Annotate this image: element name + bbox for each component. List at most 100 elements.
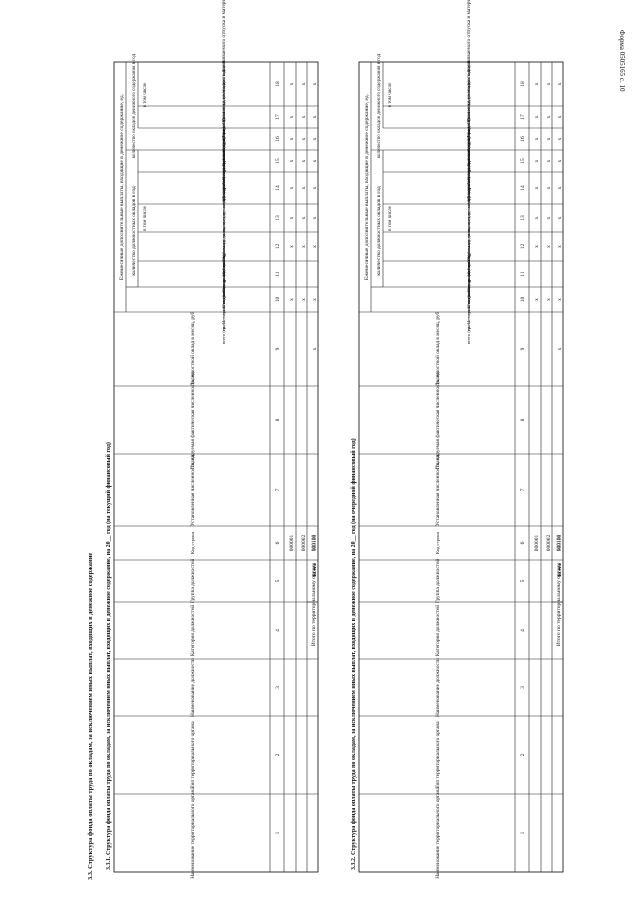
na-mark: х	[546, 137, 552, 140]
column-number: 1	[275, 831, 281, 834]
column-header-10: всего (гр. 11 + гр. 12 + гр. 13 + гр. 14…	[466, 254, 471, 344]
na-mark: х	[557, 216, 563, 219]
column-header-1: Наименование территориального органа	[190, 787, 196, 879]
na-mark: х	[289, 216, 295, 219]
na-mark: х	[301, 186, 307, 189]
na-mark: х	[557, 115, 563, 118]
column-number: 9	[275, 347, 281, 350]
subheader-count-salaries: количество должностных окладов в год	[376, 186, 382, 276]
na-mark: х	[301, 137, 307, 140]
subheader-incl-2: в том числе	[388, 82, 393, 107]
na-mark: х	[546, 159, 552, 162]
na-mark: х	[312, 115, 318, 118]
na-mark: х	[557, 298, 563, 301]
total-org-label: Итого по территориальному органу	[556, 563, 562, 647]
table-title: 3.3.1. Структура фонда оплаты труда по о…	[105, 442, 112, 870]
column-number: 7	[520, 488, 526, 491]
subheader-incl-2: в том числе	[143, 82, 148, 107]
column-header-16: всего (гр. 17 + гр. 18)	[466, 118, 471, 160]
column-number: 17	[275, 114, 281, 120]
na-mark: х	[301, 298, 307, 301]
na-mark: х	[289, 159, 295, 162]
table-3-3-2: 3.3.2. Структура фонда оплаты труда по о…	[350, 0, 564, 879]
column-number: 6	[520, 541, 526, 544]
column-number: 10	[520, 297, 526, 303]
subheader-count-salaries-2: количество окладов денежного содержания …	[132, 53, 137, 158]
group-header-monthly: Ежемесячные дополнительные выплаты, вход…	[119, 93, 125, 280]
column-number: 11	[275, 271, 281, 277]
grand-total-label: Всего	[312, 563, 318, 577]
column-header-15: ежемесячное денежное поощрение	[221, 127, 226, 196]
column-header-11: оклад за классный чин	[466, 251, 471, 296]
column-header-12: ежемесячная надбавка к должностному окла…	[221, 162, 226, 331]
na-mark: х	[534, 115, 540, 118]
na-mark: х	[557, 159, 563, 162]
column-header-8: Планируемая фактическая численность, ед.	[189, 371, 196, 469]
column-header-9: Должностной оклад в месяц, руб	[434, 311, 441, 386]
column-number: 18	[520, 81, 526, 87]
subheader-incl: в том числе	[143, 205, 148, 230]
table-frame	[113, 61, 319, 873]
na-mark: х	[557, 82, 563, 85]
column-number: 2	[520, 753, 526, 756]
table-title: 3.3.2. Структура фонда оплаты труда по о…	[350, 438, 357, 870]
column-number: 8	[520, 418, 526, 421]
na-mark: х	[301, 245, 307, 248]
column-number: 3	[275, 686, 281, 689]
column-header-3: Наименование должности	[435, 658, 441, 717]
column-header-14: ежемесячная процентная надбавка к должно…	[466, 64, 472, 311]
column-number: 15	[275, 158, 281, 164]
grand-total-code: 900100	[312, 535, 318, 552]
na-mark: х	[534, 186, 540, 189]
column-number: 6	[275, 541, 281, 544]
column-header-18: единовременная выплата при предоставлени…	[220, 0, 227, 205]
na-mark: х	[546, 298, 552, 301]
na-mark: х	[557, 245, 563, 248]
na-mark: х	[312, 298, 318, 301]
column-header-10: всего (гр. 11 + гр. 12 + гр. 13 + гр. 14…	[221, 254, 226, 344]
subheader-count-salaries: количество должностных окладов в год	[131, 186, 137, 276]
na-mark: х	[301, 216, 307, 219]
grand-total-label: Всего	[557, 563, 563, 577]
column-header-16: всего (гр. 17 + гр. 18)	[221, 118, 226, 160]
row-code: 000002	[546, 535, 552, 552]
column-number: 18	[275, 81, 281, 87]
na-mark: х	[289, 115, 295, 118]
column-header-6: Код строки	[435, 532, 440, 554]
na-mark: х	[534, 137, 540, 140]
column-header-2: Тип территориального органа	[435, 721, 441, 789]
column-number: 5	[520, 579, 526, 582]
column-number: 8	[275, 418, 281, 421]
subheader-incl: в том числе	[388, 205, 393, 230]
column-number: 14	[275, 185, 281, 191]
na-mark: х	[301, 82, 307, 85]
na-mark: х	[289, 298, 295, 301]
column-header-14: ежемесячная процентная надбавка к должно…	[221, 64, 227, 311]
grand-total-code: 900100	[557, 535, 563, 552]
column-header-7: Установленная численность, ед.	[190, 454, 196, 526]
na-mark: х	[312, 347, 318, 350]
na-mark: х	[546, 186, 552, 189]
form-number: Форма 0505165 с. 10	[618, 30, 626, 92]
na-mark: х	[301, 159, 307, 162]
column-number: 9	[520, 347, 526, 350]
na-mark: х	[312, 245, 318, 248]
column-header-4: Категория должностей	[434, 605, 441, 656]
total-org-label: Итого по территориальному органу	[311, 563, 317, 647]
column-header-12: ежемесячная надбавка к должностному окла…	[466, 162, 471, 331]
column-number: 1	[520, 831, 526, 834]
total-org-code: 000100	[556, 535, 562, 552]
na-mark: х	[289, 82, 295, 85]
na-mark: х	[534, 298, 540, 301]
na-mark: х	[557, 137, 563, 140]
na-mark: х	[546, 245, 552, 248]
column-number: 12	[520, 244, 526, 250]
column-number: 10	[275, 297, 281, 303]
na-mark: х	[312, 186, 318, 189]
column-number: 2	[275, 753, 281, 756]
na-mark: х	[312, 159, 318, 162]
na-mark: х	[312, 216, 318, 219]
column-header-11: оклад за классный чин	[221, 251, 226, 296]
